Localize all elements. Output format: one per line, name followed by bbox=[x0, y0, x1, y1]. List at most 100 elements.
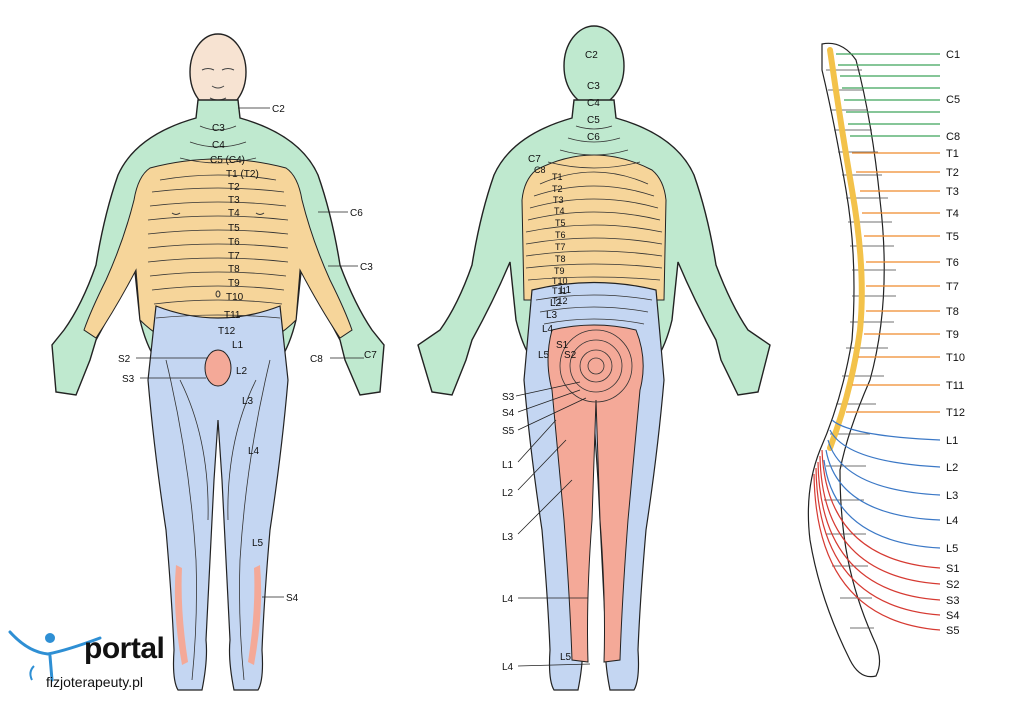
spine-label-t3: T3 bbox=[946, 186, 959, 198]
front-label-t3: T3 bbox=[228, 195, 240, 206]
back-label-l2: L2 bbox=[550, 298, 562, 309]
front-lumbar-zone bbox=[147, 305, 289, 691]
brand-person-icon bbox=[8, 630, 102, 682]
back-label-t8: T8 bbox=[555, 254, 566, 264]
front-leg-s4-right bbox=[248, 565, 262, 665]
back-label-s4: S4 bbox=[502, 408, 515, 419]
spine-label-c8: C8 bbox=[946, 131, 960, 143]
back-label-t5: T5 bbox=[555, 218, 566, 228]
front-torso-bands bbox=[147, 125, 289, 319]
back-label-c6: C6 bbox=[587, 132, 600, 143]
front-thoracic-zone bbox=[83, 158, 353, 339]
back-label-s5: S5 bbox=[502, 426, 515, 437]
back-label-c8: C8 bbox=[534, 165, 546, 175]
front-label-c3-arm: C3 bbox=[360, 262, 373, 273]
front-label-c2: C2 bbox=[272, 104, 285, 115]
front-label-l1: L1 bbox=[232, 340, 244, 351]
spine-label-s2: S2 bbox=[946, 579, 959, 591]
front-label-l5: L5 bbox=[252, 538, 264, 549]
front-label-t6: T6 bbox=[228, 237, 240, 248]
back-label-t3: T3 bbox=[553, 195, 564, 205]
cervical-nerves bbox=[836, 53, 940, 137]
front-label-c5c4: C5 (C4) bbox=[210, 155, 245, 166]
front-label-t8: T8 bbox=[228, 264, 240, 275]
back-label-l3-leg: L3 bbox=[502, 532, 514, 543]
front-label-l2: L2 bbox=[236, 366, 248, 377]
spine-label-t9: T9 bbox=[946, 329, 959, 341]
brand-logo[interactable]: portal fizjoterapeuty.pl bbox=[8, 622, 178, 712]
front-label-t12: T12 bbox=[218, 326, 236, 337]
front-label-s2: S2 bbox=[118, 354, 131, 365]
back-label-l2-leg: L2 bbox=[502, 488, 514, 499]
spine-label-s1: S1 bbox=[946, 563, 959, 575]
front-label-t11: T11 bbox=[224, 310, 241, 321]
spine-label-t12: T12 bbox=[946, 407, 965, 419]
back-head bbox=[563, 25, 625, 107]
back-label-s2: S2 bbox=[564, 350, 577, 361]
back-label-c3: C3 bbox=[587, 81, 600, 92]
spine-label-c5: C5 bbox=[946, 94, 960, 106]
back-label-t9: T9 bbox=[554, 266, 565, 276]
front-label-c4: C4 bbox=[212, 140, 225, 151]
spine-label-c1: C1 bbox=[946, 49, 960, 61]
front-label-t4: T4 bbox=[228, 208, 240, 219]
front-label-l4: L4 bbox=[248, 446, 260, 457]
back-label-t12: T12 bbox=[552, 296, 568, 306]
front-head bbox=[189, 33, 247, 111]
back-label-l4-leg: L4 bbox=[502, 594, 514, 605]
front-label-c8: C8 bbox=[310, 354, 323, 365]
spine-label-t2: T2 bbox=[946, 167, 959, 179]
back-sacral-zone bbox=[547, 324, 644, 663]
front-leg-lines bbox=[165, 359, 271, 681]
spine-label-s3: S3 bbox=[946, 595, 959, 607]
thoracic-nerves bbox=[846, 152, 940, 413]
back-thoracic-zone bbox=[521, 154, 667, 301]
spine-label-l1: L1 bbox=[946, 435, 958, 447]
brand-url[interactable]: fizjoterapeuty.pl bbox=[46, 674, 144, 690]
back-label-l5-foot: L5 bbox=[560, 652, 572, 663]
spine-label-l2: L2 bbox=[946, 462, 958, 474]
back-label-t1: T1 bbox=[552, 172, 563, 182]
front-label-s4: S4 bbox=[286, 593, 299, 604]
front-face bbox=[201, 68, 235, 101]
back-label-t11: T11 bbox=[552, 286, 567, 296]
back-label-l1-leg: L1 bbox=[502, 460, 514, 471]
back-bands bbox=[525, 125, 663, 403]
spine-label-l3: L3 bbox=[946, 490, 958, 502]
spine-label-t8: T8 bbox=[946, 306, 959, 318]
back-label-t10: T10 bbox=[552, 276, 568, 286]
front-genital-s3 bbox=[204, 349, 232, 387]
back-label-t4: T4 bbox=[554, 206, 565, 216]
back-label-l4-foot: L4 bbox=[502, 662, 514, 673]
front-label-t5: T5 bbox=[228, 223, 240, 234]
spine-label-t4: T4 bbox=[946, 208, 959, 220]
spine-label-l5: L5 bbox=[946, 543, 958, 555]
lumbar-nerves bbox=[823, 419, 941, 549]
spine-label-s5: S5 bbox=[946, 625, 959, 637]
front-label-t1t2: T1 (T2) bbox=[226, 169, 259, 180]
spine-label-t7: T7 bbox=[946, 281, 959, 293]
front-leg-s4-left bbox=[174, 565, 188, 665]
front-label-t9: T9 bbox=[228, 278, 240, 289]
front-label-s3: S3 bbox=[122, 374, 135, 385]
front-label-t2: T2 bbox=[228, 182, 240, 193]
spine-label-t1: T1 bbox=[946, 148, 959, 160]
back-label-s3: S3 bbox=[502, 392, 515, 403]
spine-label-t6: T6 bbox=[946, 257, 959, 269]
back-label-t7: T7 bbox=[555, 242, 566, 252]
back-label-l4: L4 bbox=[542, 324, 554, 335]
back-label-c4: C4 bbox=[587, 98, 600, 109]
spine-label-l4: L4 bbox=[946, 515, 958, 527]
back-figure: C2 C3 C4 C5 C6 C7 C8 T1 T2 T3 T4 T5 T6 T… bbox=[417, 25, 771, 691]
front-label-t10: T10 bbox=[226, 292, 244, 303]
back-label-c2: C2 bbox=[585, 50, 598, 61]
back-label-s1: S1 bbox=[556, 340, 569, 351]
spine-label-s4: S4 bbox=[946, 610, 959, 622]
front-label-l3: L3 bbox=[242, 396, 254, 407]
spine-label-t10: T10 bbox=[946, 352, 965, 364]
back-label-c7: C7 bbox=[528, 154, 541, 165]
back-label-l3: L3 bbox=[546, 310, 558, 321]
spinal-cord bbox=[827, 47, 865, 451]
front-label-c7: C7 bbox=[364, 350, 377, 361]
